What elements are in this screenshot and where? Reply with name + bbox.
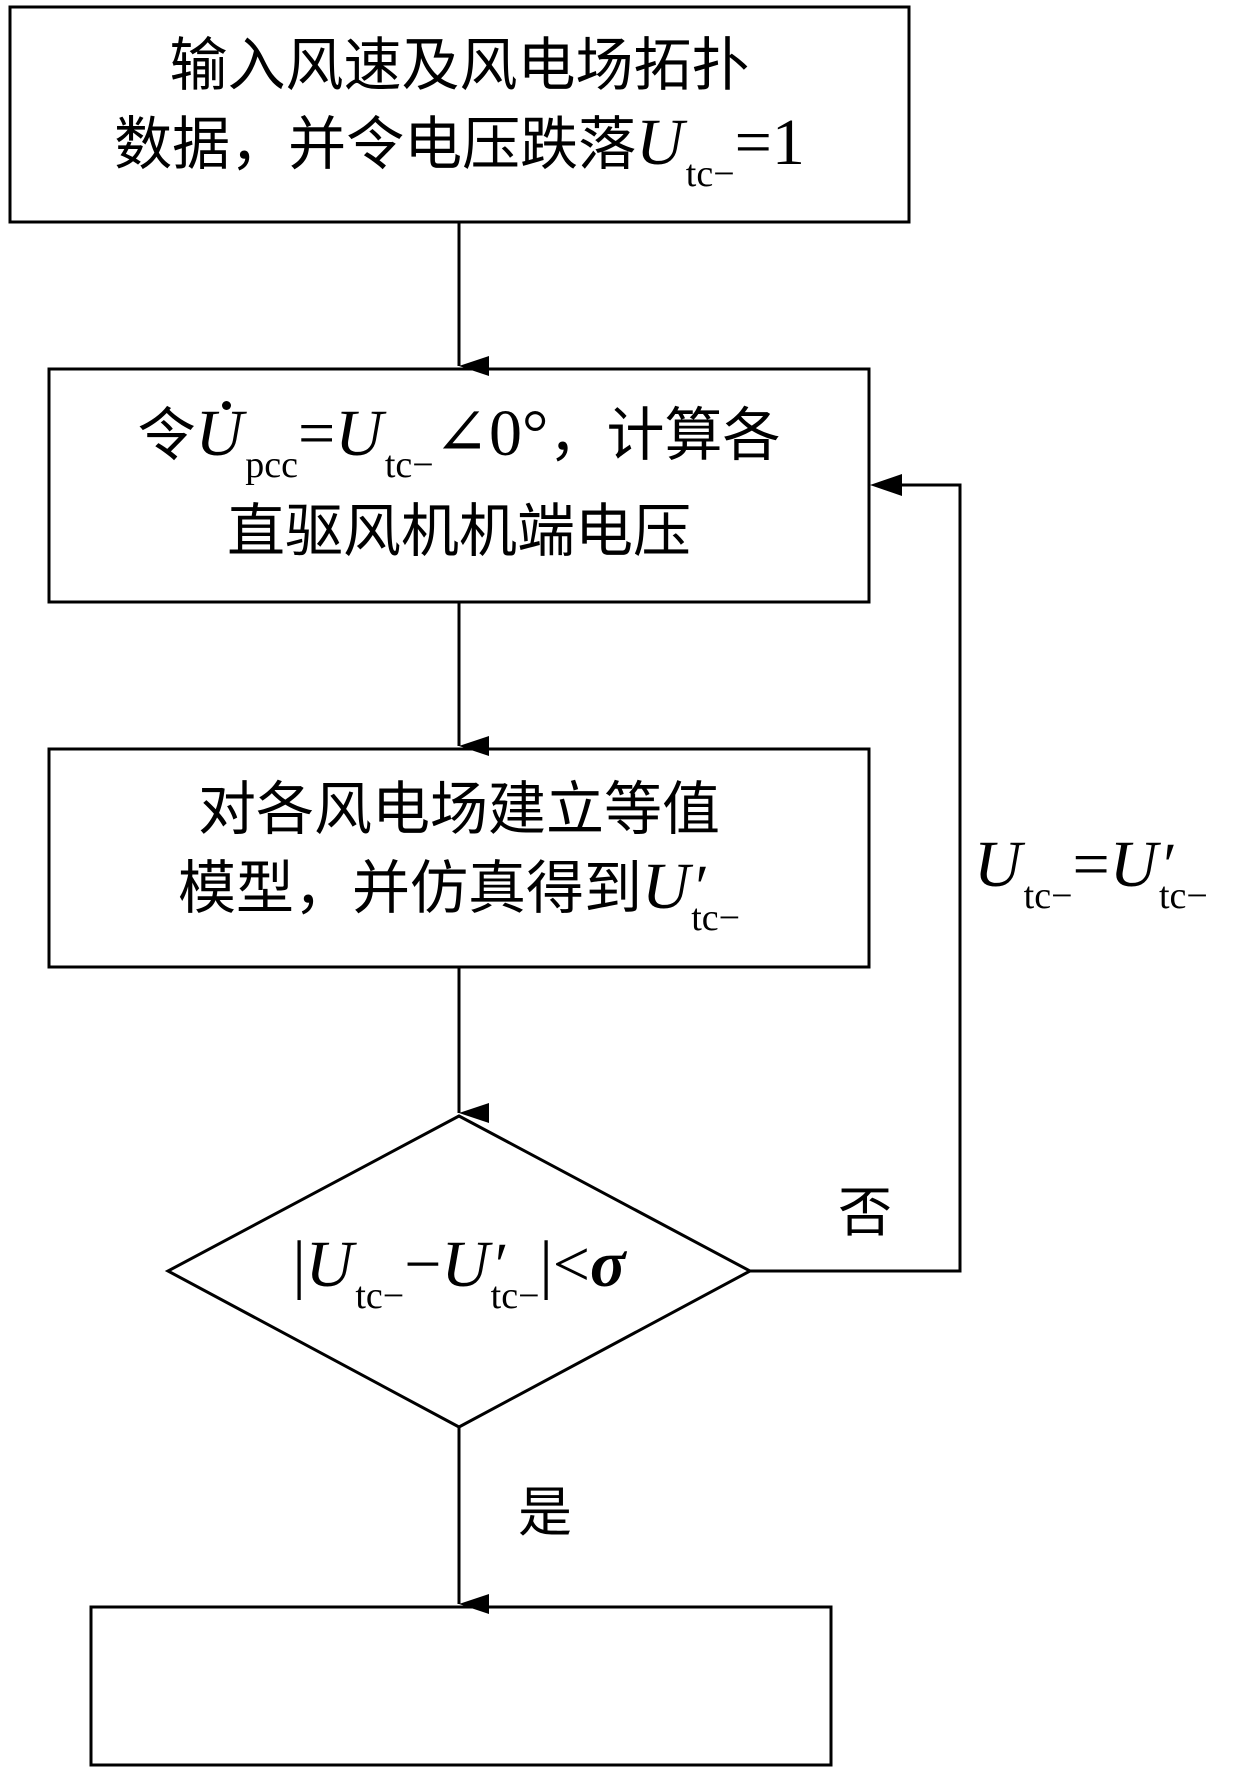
- feedback-sub2: tc−: [1159, 875, 1208, 917]
- model-prime: ′: [691, 854, 706, 922]
- feedback-sub1: tc−: [1023, 875, 1073, 917]
- decision-prime: ′: [491, 1232, 505, 1300]
- decision-sub1: tc−: [355, 1275, 405, 1317]
- decision-var-u2: U: [441, 1228, 490, 1301]
- start-box-text: 输入风速及风电场拓扑 数据，并令电压跌落Utc−=1: [10, 26, 909, 195]
- compute-line1: 令Upcc=Utc−∠0°，计算各: [49, 395, 869, 486]
- model-box-text: 对各风电场建立等值 模型，并仿真得到U′tc−: [49, 770, 869, 939]
- decision-bar-right: |<: [539, 1228, 590, 1301]
- model-line2: 模型，并仿真得到U′tc−: [49, 848, 869, 939]
- compute-tail: ，计算各: [548, 401, 781, 469]
- decision-sigma: σ: [589, 1228, 626, 1301]
- start-line1: 输入风速及风电场拓扑: [169, 31, 750, 99]
- feedback-prime: ′: [1159, 832, 1173, 900]
- compute-sub-pcc: pcc: [245, 444, 298, 486]
- no-label: 否: [838, 1181, 892, 1244]
- compute-prefix: 令: [137, 401, 196, 469]
- decision-text: |Utc−−U′tc−|<σ: [168, 1226, 750, 1317]
- yes-label: 是: [518, 1481, 572, 1544]
- feedback-eq: =: [1072, 828, 1110, 901]
- decision-sub2: tc−: [490, 1275, 540, 1317]
- start-line2-tail: =1: [734, 106, 805, 179]
- model-sub-tc: tc−: [691, 897, 741, 939]
- start-var-u: U: [636, 106, 684, 179]
- model-line1: 对各风电场建立等值: [197, 775, 720, 843]
- compute-line2: 直驱风机机端电压: [226, 497, 691, 565]
- compute-var-utc: U: [335, 397, 383, 470]
- compute-eq: =: [297, 397, 336, 470]
- compute-var-upcc: U: [196, 395, 244, 473]
- start-var-sub: tc−: [685, 153, 735, 195]
- decision-bar-left: |: [292, 1228, 306, 1301]
- start-line2: 数据，并令电压跌落Utc−=1: [10, 104, 909, 195]
- compute-sub-tc: tc−: [384, 444, 434, 486]
- feedback-label: Utc−=U′tc−: [974, 826, 1208, 917]
- model-var-u: U: [641, 850, 690, 923]
- feedback-loop-arrowhead: [870, 474, 902, 496]
- feedback-loop-line: [750, 483, 962, 1273]
- end-box: [89, 1605, 833, 1767]
- feedback-var-u1: U: [974, 828, 1022, 901]
- decision-var-u1: U: [305, 1228, 354, 1301]
- compute-angle: ∠0°: [433, 397, 549, 470]
- model-line2-text: 模型，并仿真得到: [177, 854, 642, 922]
- feedback-var-u2: U: [1109, 828, 1158, 901]
- decision-minus: −: [404, 1228, 442, 1301]
- start-line2-text: 数据，并令电压跌落: [114, 110, 637, 178]
- compute-box-text: 令Upcc=Utc−∠0°，计算各 直驱风机机端电压: [49, 395, 869, 570]
